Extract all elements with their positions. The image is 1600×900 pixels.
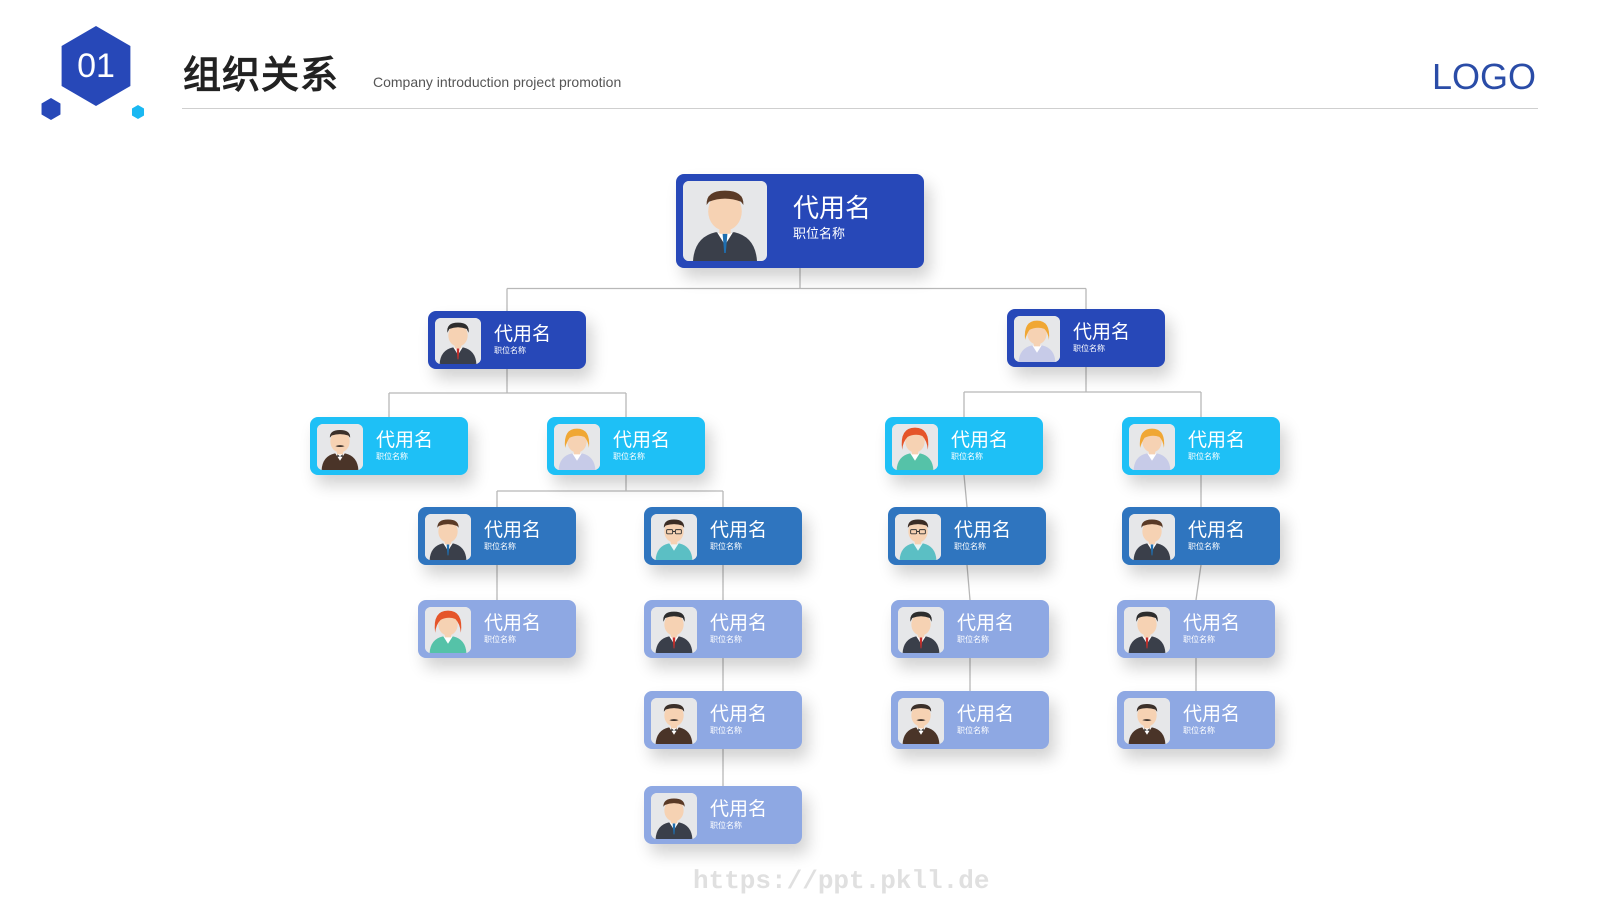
person-role: 职位名称 [957,726,989,735]
person-name: 代用名 [710,703,768,725]
connector-line [963,474,968,508]
man-glasses-icon [651,514,697,560]
org-node-l5b[interactable]: 代用名职位名称 [644,691,802,749]
person-name: 代用名 [613,429,671,451]
org-node-l4c[interactable]: 代用名职位名称 [891,600,1049,658]
person-name: 代用名 [1183,612,1241,634]
person-name: 代用名 [951,429,1009,451]
man-mustache-icon [1124,698,1170,744]
woman-redhead-icon [892,424,938,470]
man-suit-icon [683,181,767,261]
hexagon-decoration-icon [131,105,145,119]
man-dark-hair-icon [1124,607,1170,653]
man-glasses-icon [895,514,941,560]
org-node-l4b[interactable]: 代用名职位名称 [644,600,802,658]
person-name: 代用名 [1188,429,1246,451]
woman-blonde-icon [1014,316,1060,362]
person-role: 职位名称 [376,452,408,461]
man-mustache-icon [651,698,697,744]
woman-blonde-icon [1129,424,1175,470]
org-node-l5c[interactable]: 代用名职位名称 [891,691,1049,749]
person-name: 代用名 [793,194,872,224]
org-node-l1b[interactable]: 代用名职位名称 [1007,309,1165,367]
org-node-l2b[interactable]: 代用名职位名称 [547,417,705,475]
org-node-l3c[interactable]: 代用名职位名称 [888,507,1046,565]
person-name: 代用名 [957,703,1015,725]
org-node-l3a[interactable]: 代用名职位名称 [418,507,576,565]
woman-redhead-icon [425,607,471,653]
org-node-l2a[interactable]: 代用名职位名称 [310,417,468,475]
man-dark-hair-icon [898,607,944,653]
org-node-l4a[interactable]: 代用名职位名称 [418,600,576,658]
man-suit-icon [1129,514,1175,560]
watermark: https://ppt.pkll.de [693,866,990,896]
person-role: 职位名称 [1183,635,1215,644]
person-name: 代用名 [957,612,1015,634]
person-role: 职位名称 [710,726,742,735]
man-mustache-icon [898,698,944,744]
org-node-root[interactable]: 代用名职位名称 [676,174,924,268]
person-role: 职位名称 [1188,452,1220,461]
person-role: 职位名称 [613,452,645,461]
person-name: 代用名 [710,798,768,820]
org-node-l5d[interactable]: 代用名职位名称 [1117,691,1275,749]
person-role: 职位名称 [710,635,742,644]
person-role: 职位名称 [793,227,846,242]
person-role: 职位名称 [951,452,983,461]
person-name: 代用名 [376,429,434,451]
person-role: 职位名称 [957,635,989,644]
man-mustache-icon [317,424,363,470]
hexagon-decoration-icon [41,98,61,120]
person-role: 职位名称 [954,542,986,551]
org-node-l4d[interactable]: 代用名职位名称 [1117,600,1275,658]
person-name: 代用名 [1183,703,1241,725]
person-role: 职位名称 [1183,726,1215,735]
man-dark-hair-icon [651,607,697,653]
person-role: 职位名称 [484,635,516,644]
person-role: 职位名称 [494,346,526,355]
header-divider [182,108,1538,109]
org-node-l3b[interactable]: 代用名职位名称 [644,507,802,565]
person-name: 代用名 [1073,321,1131,343]
logo: LOGO [1431,56,1536,97]
person-name: 代用名 [954,519,1012,541]
person-name: 代用名 [494,323,552,345]
org-node-l3d[interactable]: 代用名职位名称 [1122,507,1280,565]
org-node-l2d[interactable]: 代用名职位名称 [1122,417,1280,475]
person-role: 职位名称 [710,821,742,830]
man-dark-hair-icon [435,318,481,364]
page-title: 组织关系 [183,53,340,97]
person-name: 代用名 [484,519,542,541]
person-role: 职位名称 [1188,542,1220,551]
person-role: 职位名称 [1073,344,1105,353]
person-name: 代用名 [1188,519,1246,541]
org-node-l6b[interactable]: 代用名职位名称 [644,786,802,844]
org-node-l1a[interactable]: 代用名职位名称 [428,311,586,369]
person-name: 代用名 [484,612,542,634]
page-subtitle: Company introduction project promotion [373,74,622,90]
person-name: 代用名 [710,612,768,634]
person-role: 职位名称 [710,542,742,551]
man-suit-icon [425,514,471,560]
person-role: 职位名称 [484,542,516,551]
connector-line [1195,564,1202,601]
connector-line [966,564,971,601]
section-number: 01 [77,46,115,85]
man-suit-icon [651,793,697,839]
person-name: 代用名 [710,519,768,541]
woman-blonde-icon [554,424,600,470]
org-node-l2c[interactable]: 代用名职位名称 [885,417,1043,475]
